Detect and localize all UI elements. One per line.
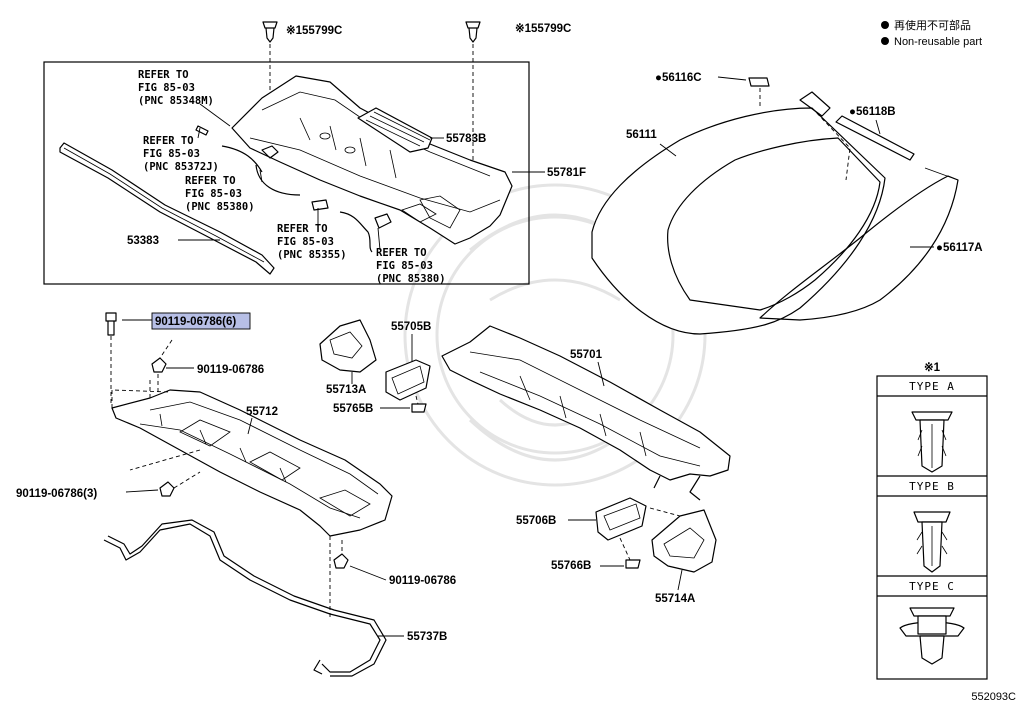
bolt-90119-06786-b: [333, 540, 349, 569]
cowl-top-box: [43, 61, 530, 285]
label-55714A: 55714A: [655, 593, 695, 605]
label-55765B: 55765B: [333, 403, 373, 415]
part-55713A-bracket: [319, 319, 377, 373]
svg-text:REFER TO: REFER TO: [143, 135, 194, 147]
type-c-clip-icon: [899, 607, 965, 665]
label-55705B: 55705B: [391, 321, 431, 333]
refer-note-4: REFER TO FIG 85-03 (PNC 85355): [277, 208, 347, 261]
watermark-emblem: [403, 183, 707, 487]
highlight-90119-06786-6: [151, 312, 251, 330]
label-56117A: ●56117A: [936, 242, 983, 254]
part-55701-cowl-panel: [441, 325, 731, 501]
part-56117A-moulding: [759, 167, 959, 321]
label-55706B: 55706B: [516, 515, 556, 527]
part-55766B-clip: [619, 537, 641, 569]
part-55712-ventilator: [111, 389, 393, 537]
part-55714A-bracket: [649, 507, 717, 573]
legend-non-reusable-en: Non-reusable part: [894, 36, 982, 48]
svg-text:REFER TO: REFER TO: [138, 69, 189, 81]
svg-text:FIG 85-03: FIG 85-03: [376, 260, 433, 272]
svg-text:FIG 85-03: FIG 85-03: [185, 188, 242, 200]
label-55783B: 55783B: [446, 133, 486, 145]
svg-text:FIG 85-03: FIG 85-03: [277, 236, 334, 248]
part-56111-windshield: [591, 107, 886, 335]
part-55705B-bracket: [385, 359, 431, 401]
legend-non-reusable-ja: 再使用不可部品: [894, 18, 971, 32]
label-clip-right: ※155799C: [515, 22, 571, 35]
svg-text:(PNC 85372J): (PNC 85372J): [143, 161, 219, 173]
bolt-90119-06786-top: [105, 312, 117, 404]
ventilator-guide-lines-2: [129, 449, 331, 620]
label-55701: 55701: [570, 349, 603, 361]
part-53383-weatherstrip: [59, 142, 275, 275]
refer-note-3: REFER TO FIG 85-03 (PNC 85380): [185, 169, 263, 213]
type-a-label: TYPE A: [909, 380, 955, 393]
label-55766B: 55766B: [551, 560, 591, 572]
legend: 再使用不可部品 Non-reusable part: [881, 18, 982, 48]
svg-text:REFER TO: REFER TO: [277, 223, 328, 235]
type-c-label: TYPE C: [909, 580, 955, 593]
label-55713A: 55713A: [326, 384, 366, 396]
upper-box-subparts: [195, 125, 392, 253]
svg-text:REFER TO: REFER TO: [185, 175, 236, 187]
part-55783B-grille: [357, 107, 444, 153]
part-56118B-strip: [835, 115, 915, 161]
types-box-title: ※1: [924, 361, 941, 374]
svg-text:REFER TO: REFER TO: [376, 247, 427, 259]
clip-left: ※155799C: [262, 21, 342, 95]
svg-text:(PNC 85380): (PNC 85380): [185, 201, 255, 213]
type-b-label: TYPE B: [909, 480, 955, 493]
label-90119-06786-b: 90119-06786: [389, 575, 456, 587]
label-56118B: ●56118B: [849, 106, 896, 118]
type-a-clip-icon: [911, 411, 953, 473]
label-90119-06786-3: 90119-06786(3): [16, 488, 97, 500]
label-53383: 53383: [127, 235, 159, 247]
svg-text:(PNC 85348M): (PNC 85348M): [138, 95, 214, 107]
refer-note-1: REFER TO FIG 85-03 (PNC 85348M): [138, 69, 231, 127]
svg-text:FIG 85-03: FIG 85-03: [143, 148, 200, 160]
label-55737B: 55737B: [407, 631, 447, 643]
label-90119-06786-a: 90119-06786: [197, 364, 264, 376]
refer-note-2: REFER TO FIG 85-03 (PNC 85372J): [143, 127, 219, 173]
svg-text:FIG 85-03: FIG 85-03: [138, 82, 195, 94]
bolt-90119-06786-3: [159, 471, 201, 497]
label-55781F: 55781F: [547, 167, 586, 179]
ventilator-guide-lines: [111, 380, 171, 408]
label-56111: 56111: [626, 129, 657, 141]
clip-right: ※155799C: [465, 21, 571, 176]
refer-note-5: REFER TO FIG 85-03 (PNC 85380): [376, 227, 446, 285]
label-clip-left: ※155799C: [286, 24, 342, 37]
part-55737B-seal: [103, 519, 387, 677]
label-90119-06786-6: 90119-06786(6): [155, 316, 236, 328]
svg-text:(PNC 85355): (PNC 85355): [277, 249, 347, 261]
diagram-code: 552093C: [971, 691, 1016, 703]
part-55706B-bracket: [595, 497, 647, 541]
clip-types-box: ※1 TYPE A TYPE B TYPE C: [876, 361, 988, 680]
label-56116C: ●56116C: [655, 72, 702, 84]
type-b-clip-icon: [913, 511, 951, 573]
label-55712: 55712: [246, 406, 278, 418]
part-55765B-clip: [411, 395, 427, 413]
part-55781F-cowl-panel: [231, 75, 513, 245]
part-56116C-spacer: [748, 77, 851, 181]
svg-text:(PNC 85380): (PNC 85380): [376, 273, 446, 285]
